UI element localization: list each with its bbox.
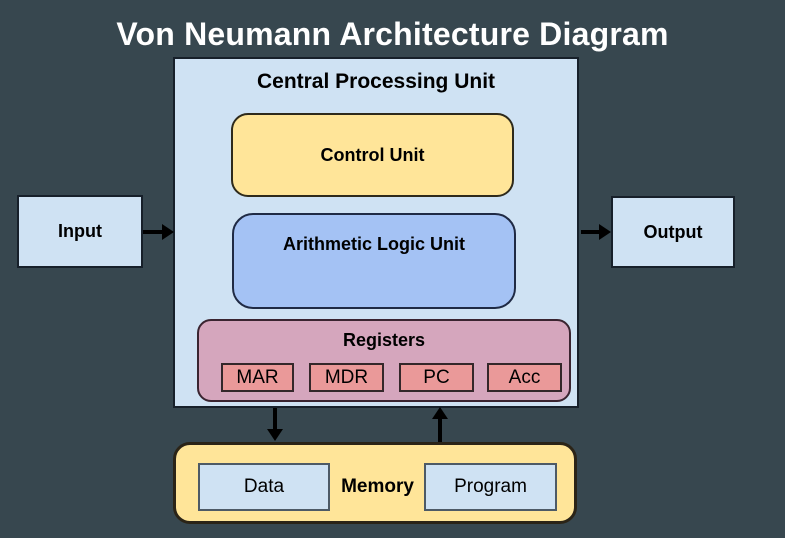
- arrow-cpu-to-memory-stem: [273, 408, 277, 430]
- arrow-right-icon: [599, 224, 611, 240]
- registers-box: Registers MAR MDR PC Acc: [197, 319, 571, 402]
- arrow-right-icon: [162, 224, 174, 240]
- arrow-memory-to-cpu-stem: [438, 418, 442, 442]
- output-box: Output: [611, 196, 735, 268]
- memory-box: Data Memory Program: [173, 442, 577, 524]
- register-cell-pc: PC: [399, 363, 474, 392]
- registers-title: Registers: [342, 330, 426, 350]
- output-label: Output: [643, 221, 703, 242]
- register-cell-acc: Acc: [487, 363, 562, 392]
- cpu-title: Central Processing Unit: [256, 70, 496, 93]
- register-cell-mdr: MDR: [309, 363, 384, 392]
- arrow-up-icon: [432, 407, 448, 419]
- page-title: Von Neumann Architecture Diagram: [116, 16, 669, 52]
- memory-program-box: Program: [424, 463, 557, 511]
- input-box: Input: [17, 195, 143, 268]
- memory-label: Memory: [341, 476, 414, 497]
- arrow-cpu-to-output-stem: [581, 230, 600, 234]
- arrow-input-to-cpu-stem: [143, 230, 163, 234]
- register-cell-mar: MAR: [221, 363, 294, 392]
- alu-label: Arithmetic Logic Unit: [282, 234, 465, 254]
- arrow-down-icon: [267, 429, 283, 441]
- input-label: Input: [58, 221, 102, 241]
- control-unit-label: Control Unit: [320, 144, 425, 165]
- alu-box: Arithmetic Logic Unit: [232, 213, 516, 309]
- memory-data-box: Data: [198, 463, 330, 511]
- control-unit-box: Control Unit: [231, 113, 514, 197]
